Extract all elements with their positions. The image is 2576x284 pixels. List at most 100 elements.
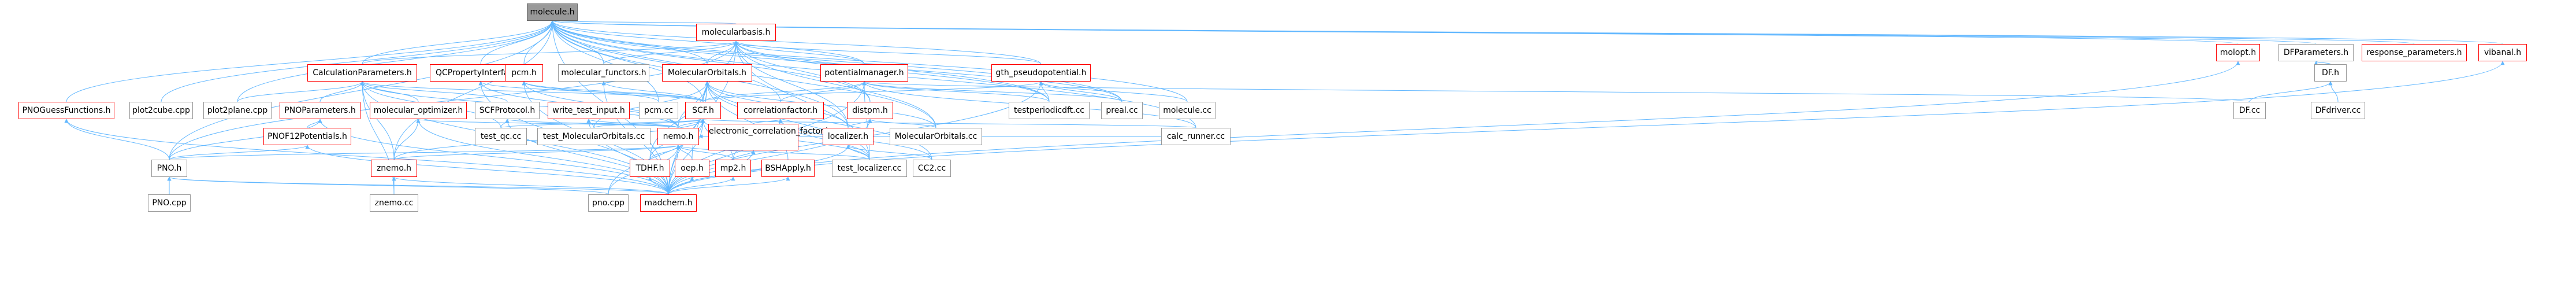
node-response-parameters-h[interactable]: response_parameters.h <box>2362 44 2467 61</box>
node-correlationfactor-h[interactable]: correlationfactor.h <box>737 102 824 119</box>
node-gth-pseudopotential-h[interactable]: gth_pseudopotential.h <box>991 64 1091 82</box>
edge-DF_cc-to-potentialmanager_h <box>863 81 2250 102</box>
edge-preal_cc-to-gth_pseudopotential_h <box>1039 81 1122 102</box>
node-distpm-h[interactable]: distpm.h <box>847 102 893 119</box>
node-pno-cpp-lower[interactable]: pno.cpp <box>588 194 629 212</box>
node-electronic-correlation-factor-h[interactable]: electronic_correlation_factor.h <box>708 124 831 150</box>
node-molecular-optimizer-h[interactable]: molecular_optimizer.h <box>370 102 467 119</box>
edge-znemo_cc-to-CalculationParameters_h <box>360 81 395 195</box>
node-df-cc[interactable]: DF.cc <box>2233 102 2266 119</box>
node-molecule-cc[interactable]: molecule.cc <box>1159 102 1215 119</box>
node-mp2-h[interactable]: mp2.h <box>715 160 751 177</box>
edge-madchem_h-to-znemo_h <box>392 176 669 195</box>
edge-potentialmanager_h-to-molecule_h <box>550 20 865 65</box>
node-df-h[interactable]: DF.h <box>2314 64 2347 82</box>
edge-madchem_h-to-oep_h <box>668 176 694 195</box>
node-pno-h[interactable]: PNO.h <box>151 160 187 177</box>
node-localizer-h[interactable]: localizer.h <box>823 128 873 145</box>
edge-znemo_h-to-molecular_optimizer_h <box>393 119 421 160</box>
node-test-localizer-cc[interactable]: test_localizer.cc <box>832 160 907 177</box>
node-test-qc-cc[interactable]: test_qc.cc <box>475 128 527 145</box>
node-znemo-cc[interactable]: znemo.cc <box>370 194 418 212</box>
edge-PNO_h-to-nemo_h <box>169 145 681 160</box>
edge-molecule_cc-to-molecule_h <box>550 20 1188 102</box>
edge-PNO_h-to-PNOGuessFunctions_h <box>64 119 170 160</box>
edge-SCF_h-to-pcm_h <box>522 81 704 102</box>
edge-madchem_h-to-BSHApply_h <box>668 176 790 195</box>
node-nemo-h[interactable]: nemo.h <box>657 128 699 145</box>
edge-test_localizer_cc-to-nemo_h <box>676 145 870 160</box>
node-vibanal-h[interactable]: vibanal.h <box>2478 44 2527 61</box>
edge-DFdriver_cc-to-DF_h <box>2328 81 2339 102</box>
edge-PNOParameters_h-to-CalculationParameters_h <box>319 81 365 102</box>
node-dfdriver-cc[interactable]: DFdriver.cc <box>2311 102 2365 119</box>
edge-molecularbasis_h-to-molecule_h <box>551 20 737 25</box>
node-plot2cube-cpp[interactable]: plot2cube.cpp <box>129 102 193 119</box>
node-write-test-input-h[interactable]: write_test_input.h <box>548 102 630 119</box>
node-oep-h[interactable]: oep.h <box>675 160 709 177</box>
edge-madchem_h-to-electronic_correlation_factor_h <box>668 150 756 195</box>
node-pno-cpp[interactable]: PNO.cpp <box>148 194 191 212</box>
edge-PNOGuessFunctions_h-to-molecule_h <box>66 20 555 102</box>
edge-madchem_h-to-localizer_h <box>668 145 850 195</box>
edge-potentialmanager_h-to-molecularbasis_h <box>734 40 865 65</box>
edge-DF_h-to-DFParameters_h <box>2314 61 2331 65</box>
edge-MolecularOrbitals_cc-to-molecularbasis_h <box>734 40 936 128</box>
edge-madchem_h-to-PNO_h <box>167 176 669 195</box>
node-molopt-h[interactable]: molopt.h <box>2216 44 2260 61</box>
edge-SCFProtocol_h-to-CalculationParameters_h <box>360 81 508 102</box>
node-scf-h[interactable]: SCF.h <box>685 102 721 119</box>
edge-TDHF_h-to-MolecularOrbitals_h <box>649 81 709 160</box>
node-testperiodicdft-cc[interactable]: testperiodicdft.cc <box>1009 102 1090 119</box>
node-test-molecularorbitals-cc[interactable]: test_MolecularOrbitals.cc <box>537 128 650 145</box>
edge-test_qc_cc-to-SCF_h <box>500 119 705 128</box>
node-dfparameters-h[interactable]: DFParameters.h <box>2278 44 2354 61</box>
node-pcm-h[interactable]: pcm.h <box>505 64 543 82</box>
edge-madchem_h-to-nemo_h <box>668 145 681 195</box>
edge-SCF_h-to-gth_pseudopotential_h <box>702 81 1043 102</box>
edge-madchem_h-to-PNOGuessFunctions_h <box>64 119 669 195</box>
edge-CC2_cc-to-MolecularOrbitals_h <box>705 81 932 160</box>
edge-nemo_h-to-write_test_input_h <box>586 119 679 128</box>
edge-madchem_h-to-PNOF12Potentials_h <box>305 145 669 195</box>
node-pnof12potentials-h[interactable]: PNOF12Potentials.h <box>263 128 351 145</box>
edge-MolecularOrbitals_cc-to-distpm_h <box>868 119 936 128</box>
edge-gth_pseudopotential_h-to-molecularbasis_h <box>734 40 1042 65</box>
node-molecule-h[interactable]: molecule.h <box>527 3 578 21</box>
node-plot2plane-cpp[interactable]: plot2plane.cpp <box>203 102 272 119</box>
node-molecularorbitals-cc[interactable]: MolecularOrbitals.cc <box>890 128 982 145</box>
edge-madchem_h-to-mp2_h <box>668 176 735 195</box>
node-potentialmanager-h[interactable]: potentialmanager.h <box>820 64 908 82</box>
node-molecular-functors-h[interactable]: molecular_functors.h <box>558 64 649 82</box>
edge-correlationfactor_h-to-potentialmanager_h <box>780 81 867 102</box>
node-pnoguessfunctions-h[interactable]: PNOGuessFunctions.h <box>18 102 114 119</box>
node-pnoparameters-h[interactable]: PNOParameters.h <box>280 102 360 119</box>
edge-SCF_h-to-CalculationParameters_h <box>360 81 704 102</box>
node-znemo-h[interactable]: znemo.h <box>371 160 417 177</box>
edge-SCF_h-to-molecular_functors_h <box>601 81 704 102</box>
edge-molecular_functors_h-to-molecularbasis_h <box>603 40 738 65</box>
node-calc-runner-cc[interactable]: calc_runner.cc <box>1161 128 1231 145</box>
node-scfprotocol-h[interactable]: SCFProtocol.h <box>475 102 540 119</box>
edge-SCF_h-to-potentialmanager_h <box>702 81 867 102</box>
node-madchem-h[interactable]: madchem.h <box>640 194 697 212</box>
edge-pcm_cc-to-pcm_h <box>522 81 659 102</box>
edge-PNO_h-to-molecule_h <box>169 20 555 160</box>
edge-PNO_h-to-PNOParameters_h <box>169 119 322 160</box>
edge-madchem_h-to-SCF_h <box>668 119 705 195</box>
node-cc2-cc[interactable]: CC2.cc <box>913 160 951 177</box>
edge-vibanal_h-to-molecule_h <box>551 20 2503 45</box>
node-molecularorbitals-h[interactable]: MolecularOrbitals.h <box>662 64 752 82</box>
node-molecularbasis-h[interactable]: molecularbasis.h <box>696 24 776 41</box>
edge-znemo_h-to-nemo_h <box>393 145 681 160</box>
edge-pno_cpp-to-PNO_h <box>167 176 609 195</box>
node-preal-cc[interactable]: preal.cc <box>1101 102 1143 119</box>
node-pcm-cc[interactable]: pcm.cc <box>639 102 678 119</box>
edge-plot2plane_cpp-to-molecule_h <box>237 20 555 102</box>
edge-PNO_h-to-molecularbasis_h <box>169 40 738 160</box>
edge-PNOF12Potentials_h-to-PNOParameters_h <box>307 119 322 128</box>
node-bshapply-h[interactable]: BSHApply.h <box>761 160 815 177</box>
node-calculationparameters-h[interactable]: CalculationParameters.h <box>307 64 417 82</box>
node-tdhf-h[interactable]: TDHF.h <box>630 160 670 177</box>
